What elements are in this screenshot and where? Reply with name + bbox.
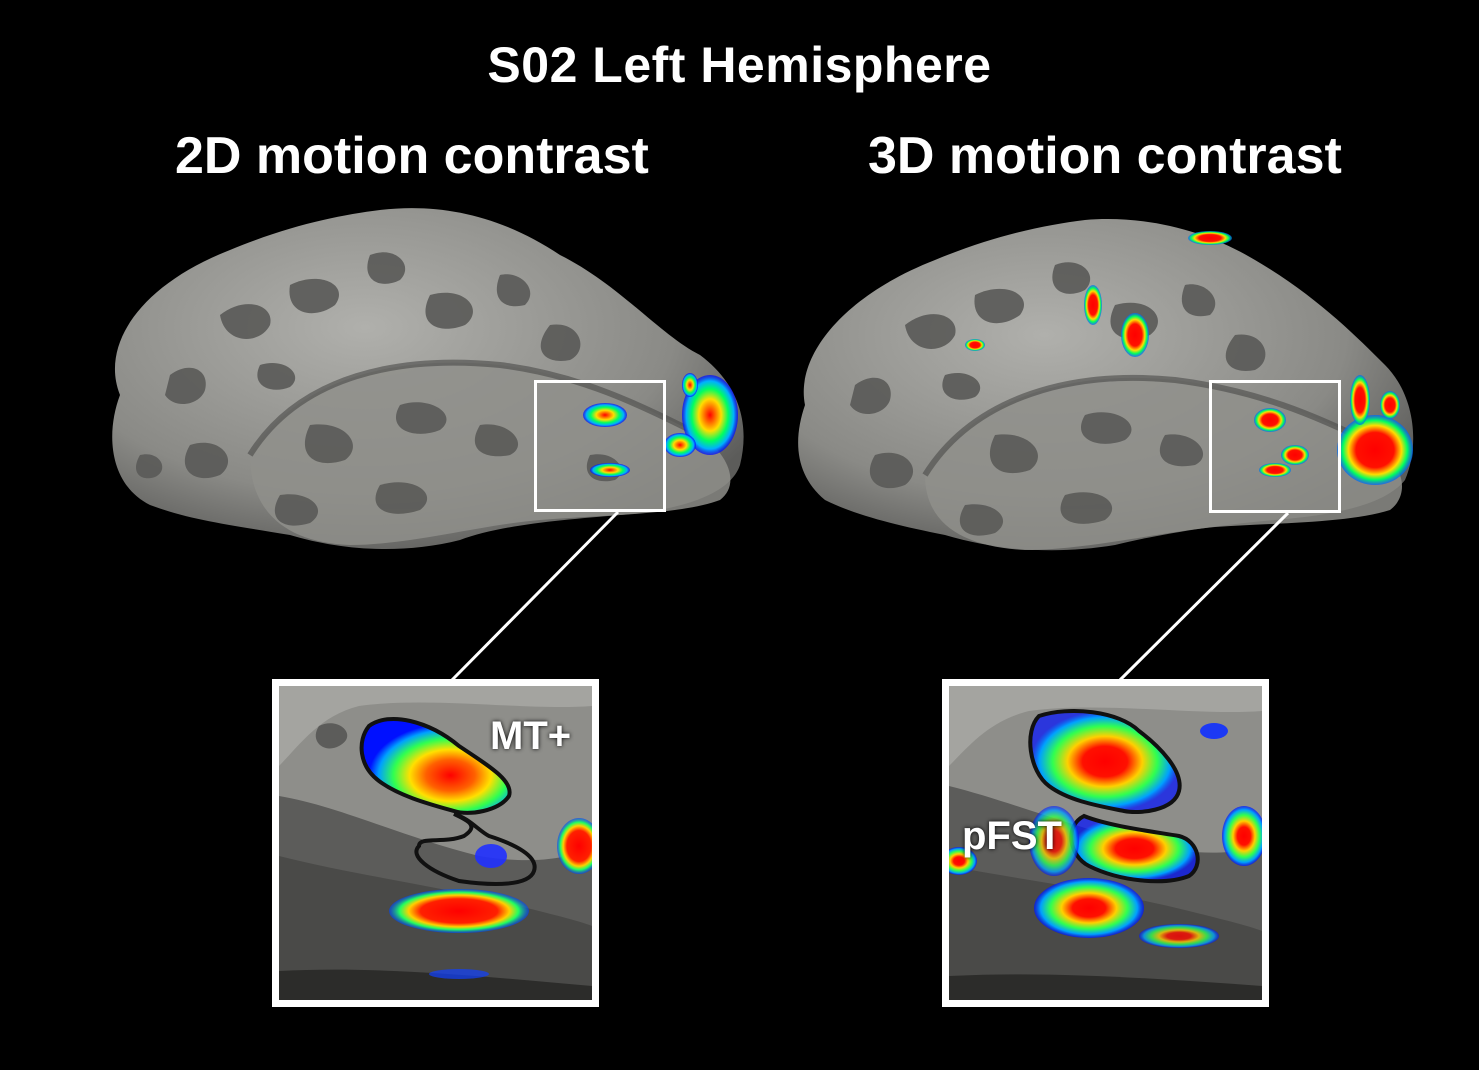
zoom-inset-2d (272, 679, 599, 1007)
connector-line-3d (1118, 511, 1290, 682)
panel-title-2d: 2D motion contrast (175, 127, 649, 185)
roi-label-pfst: pFST (962, 814, 1062, 858)
connector-line-2d (450, 510, 620, 682)
roi-box-3d (1209, 380, 1341, 513)
figure-title: S02 Left Hemisphere (487, 37, 992, 93)
roi-box-2d (534, 380, 666, 512)
left-hemisphere-2d-brain (112, 208, 744, 550)
roi-label-mt: MT+ (490, 714, 572, 758)
panel-title-3d: 3D motion contrast (868, 127, 1342, 185)
left-hemisphere-3d-brain (798, 219, 1414, 551)
zoom-inset-3d (942, 679, 1269, 1007)
